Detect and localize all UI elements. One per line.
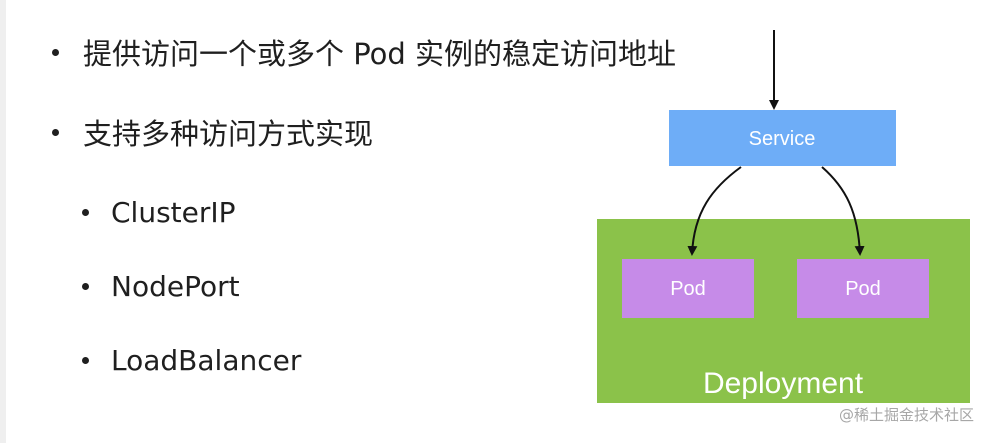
- bullet-dot-icon: [82, 208, 89, 216]
- bullet-list: 提供访问一个或多个 Pod 实例的稳定访问地址 支持多种访问方式实现 Clust…: [52, 37, 676, 380]
- pod-box-left: [622, 259, 754, 318]
- bullet-text: ClusterIP: [111, 195, 236, 229]
- service-box: [669, 110, 896, 166]
- service-label: Service: [749, 128, 816, 150]
- pod-label: Pod: [845, 278, 881, 300]
- bullet-dot-icon: [82, 282, 89, 290]
- bullet-item: 支持多种访问方式实现: [52, 110, 373, 154]
- bullet-item: 提供访问一个或多个 Pod 实例的稳定访问地址: [52, 30, 676, 74]
- watermark: @稀土掘金技术社区: [838, 406, 974, 424]
- bullet-dot-icon: [52, 128, 59, 136]
- service-to-pod-arrow-left: [687, 166, 742, 256]
- service-to-pod-arrow-right: [821, 166, 865, 256]
- deployment-label: Deployment: [703, 367, 864, 400]
- sub-bullet-item: NodePort: [82, 266, 240, 306]
- sub-bullet-item: LoadBalancer: [82, 340, 301, 380]
- bullet-text: LoadBalancer: [111, 343, 302, 377]
- bullet-text: 支持多种访问方式实现: [83, 117, 374, 151]
- bullet-text: 提供访问一个或多个 Pod 实例的稳定访问地址: [83, 37, 677, 71]
- sub-bullet-item: ClusterIP: [82, 192, 236, 232]
- pod-box-right: [797, 259, 929, 318]
- bullet-text: NodePort: [111, 269, 240, 303]
- bullet-dot-icon: [82, 356, 89, 364]
- bullet-dot-icon: [52, 48, 59, 56]
- pod-label: Pod: [670, 278, 706, 300]
- left-edge-bar: [0, 0, 6, 443]
